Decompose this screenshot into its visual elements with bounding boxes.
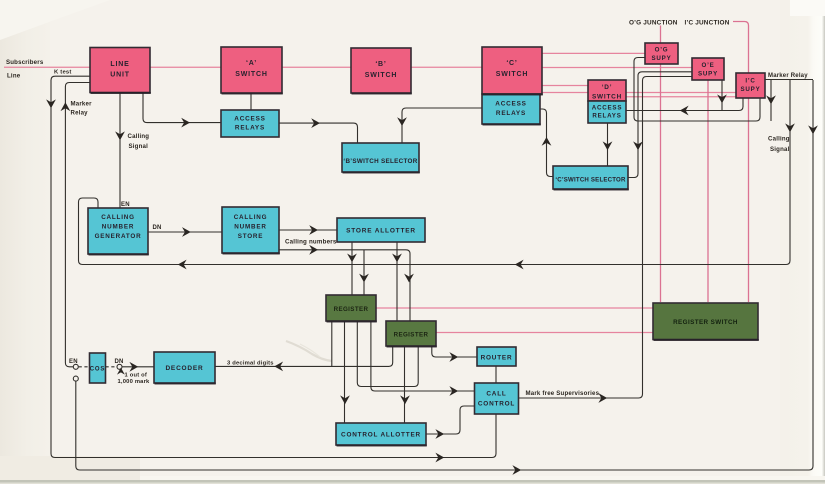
svg-text:DN: DN bbox=[153, 225, 162, 231]
svg-text:CALLING: CALLING bbox=[234, 214, 268, 221]
svg-text:LINE: LINE bbox=[110, 61, 129, 68]
svg-text:EN: EN bbox=[121, 202, 130, 208]
svg-text:CONTROL ALLOTTER: CONTROL ALLOTTER bbox=[341, 432, 421, 439]
svg-text:O’E: O’E bbox=[701, 62, 714, 69]
svg-text:REGISTER: REGISTER bbox=[334, 306, 369, 313]
svg-text:Calling: Calling bbox=[128, 133, 150, 140]
svg-text:COS: COS bbox=[90, 367, 105, 373]
svg-text:I’C: I’C bbox=[745, 78, 755, 85]
svg-text:Marker Relay: Marker Relay bbox=[768, 73, 808, 79]
svg-text:DECODER: DECODER bbox=[165, 365, 203, 372]
svg-text:Mark free Supervisories: Mark free Supervisories bbox=[526, 390, 600, 397]
svg-text:REGISTER: REGISTER bbox=[394, 332, 429, 339]
svg-text:Line: Line bbox=[7, 73, 21, 80]
svg-text:CALL: CALL bbox=[486, 391, 506, 398]
svg-text:‘A’: ‘A’ bbox=[246, 60, 257, 67]
svg-text:I’C JUNCTION: I’C JUNCTION bbox=[685, 20, 730, 27]
svg-text:‘B’: ‘B’ bbox=[375, 61, 386, 68]
svg-text:ACCESS: ACCESS bbox=[495, 101, 526, 108]
svg-text:SUPY: SUPY bbox=[740, 86, 760, 93]
svg-text:Subscribers: Subscribers bbox=[6, 59, 44, 66]
svg-text:UNIT: UNIT bbox=[110, 72, 130, 79]
svg-text:Signal: Signal bbox=[129, 143, 149, 150]
svg-text:‘B’SWITCH SELECTOR: ‘B’SWITCH SELECTOR bbox=[343, 158, 417, 165]
svg-text:‘C’: ‘C’ bbox=[506, 60, 517, 67]
svg-text:ROUTER: ROUTER bbox=[481, 355, 513, 362]
svg-text:Calling: Calling bbox=[768, 136, 790, 143]
svg-text:SUPY: SUPY bbox=[698, 71, 718, 78]
svg-text:REGISTER SWITCH: REGISTER SWITCH bbox=[673, 319, 738, 326]
svg-text:RELAYS: RELAYS bbox=[592, 113, 621, 120]
svg-text:3 decimal digits: 3 decimal digits bbox=[227, 361, 274, 367]
svg-text:SWITCH: SWITCH bbox=[592, 94, 622, 101]
svg-text:Calling numbers: Calling numbers bbox=[285, 239, 337, 246]
svg-text:Signal: Signal bbox=[770, 146, 790, 153]
svg-text:ACCESS: ACCESS bbox=[234, 116, 265, 123]
svg-text:SUPY: SUPY bbox=[651, 55, 671, 62]
svg-text:NUMBER: NUMBER bbox=[234, 224, 266, 231]
svg-text:ACCESS: ACCESS bbox=[592, 105, 623, 112]
svg-text:STORE ALLOTTER: STORE ALLOTTER bbox=[346, 228, 416, 235]
svg-text:1,000 mark: 1,000 mark bbox=[118, 379, 151, 385]
svg-text:K test: K test bbox=[54, 70, 72, 76]
svg-text:GENERATOR: GENERATOR bbox=[95, 233, 142, 240]
svg-text:SWITCH: SWITCH bbox=[496, 71, 528, 78]
svg-text:DN: DN bbox=[115, 359, 124, 365]
svg-text:RELAYS: RELAYS bbox=[496, 110, 526, 117]
svg-text:1 out of: 1 out of bbox=[125, 373, 148, 379]
svg-text:O’G JUNCTION: O’G JUNCTION bbox=[629, 20, 678, 27]
svg-text:NUMBER: NUMBER bbox=[102, 224, 134, 231]
svg-text:CALLING: CALLING bbox=[101, 214, 135, 221]
svg-text:EN: EN bbox=[69, 359, 78, 365]
svg-text:Relay: Relay bbox=[71, 110, 89, 117]
svg-text:Marker: Marker bbox=[71, 101, 93, 108]
svg-text:STORE: STORE bbox=[238, 233, 264, 240]
svg-text:CONTROL: CONTROL bbox=[478, 401, 515, 408]
svg-text:O’G: O’G bbox=[655, 47, 669, 54]
svg-text:‘D’: ‘D’ bbox=[602, 84, 613, 91]
svg-text:RELAYS: RELAYS bbox=[235, 125, 265, 132]
svg-text:SWITCH: SWITCH bbox=[365, 72, 397, 79]
svg-text:SWITCH: SWITCH bbox=[235, 71, 267, 78]
svg-text:‘C’SWITCH SELECTOR: ‘C’SWITCH SELECTOR bbox=[555, 177, 626, 184]
